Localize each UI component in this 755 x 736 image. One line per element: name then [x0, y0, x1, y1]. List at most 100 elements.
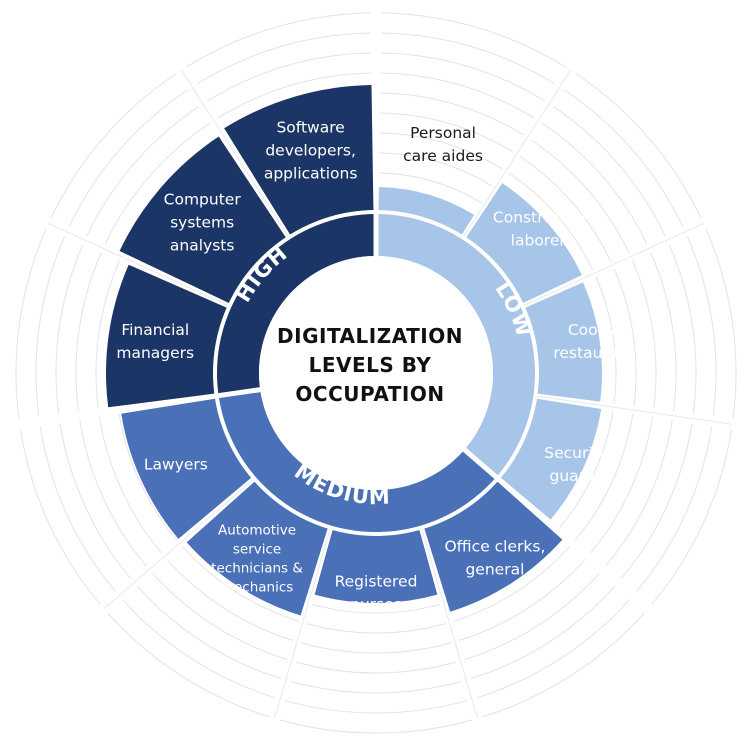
occupation-bar: [224, 85, 374, 238]
grid-arc: [185, 12, 371, 68]
grid-arc: [530, 139, 630, 253]
grid-arc: [632, 260, 657, 409]
center-circle: [259, 256, 493, 490]
grid-arc: [613, 268, 637, 407]
grid-arc: [651, 429, 732, 605]
grid-arc: [122, 599, 276, 699]
grid-arc: [470, 585, 615, 680]
grid-arc: [137, 585, 282, 680]
occupation-bar: [121, 398, 254, 539]
grid-spoke: [420, 526, 478, 719]
grid-arc: [39, 426, 116, 592]
grid-arc: [552, 106, 666, 236]
grid-arc: [508, 172, 594, 271]
grid-arc: [541, 122, 648, 245]
grid-arc: [559, 410, 614, 528]
grid-arc: [181, 545, 299, 622]
level-band-medium: [217, 389, 497, 533]
grid-arc: [519, 156, 612, 262]
grid-arc: [476, 599, 630, 699]
occupation-bar: [106, 264, 230, 408]
grid-arc: [686, 236, 717, 417]
grid-arc: [166, 559, 294, 641]
grid-arc: [95, 260, 120, 409]
grid-arc: [705, 228, 737, 419]
grid-arc: [453, 545, 571, 622]
occupation-bars: [106, 85, 602, 616]
grid-arc: [575, 72, 702, 219]
grid-arc: [381, 12, 567, 68]
grid-arc: [285, 700, 467, 714]
grid-arc: [380, 92, 524, 136]
grid-spoke: [534, 395, 733, 425]
grid-arc: [118, 413, 178, 541]
ring-outer-edge: [213, 210, 539, 536]
grid-arc: [620, 423, 693, 580]
level-band-high: [216, 213, 376, 396]
grid-spoke: [103, 477, 256, 610]
occupation-bar: [119, 136, 288, 305]
occupation-bar: [498, 398, 602, 520]
grid-arc: [107, 612, 270, 718]
grid-arc: [381, 32, 556, 85]
occupation-bar: [464, 183, 582, 305]
grid-arc: [68, 89, 188, 228]
grid-spoke: [462, 69, 572, 239]
level-divider: [461, 446, 650, 611]
level-band-low: [376, 213, 536, 478]
grid-arc: [381, 52, 546, 102]
grid-arc: [290, 680, 462, 694]
grid-arc: [482, 612, 645, 718]
grid-arc: [79, 420, 147, 567]
grid-arc: [279, 719, 473, 734]
occupation-label: Lawyers: [144, 455, 208, 473]
grid-arc: [464, 572, 600, 660]
grid-arc: [379, 132, 503, 170]
grid-arc: [196, 32, 371, 85]
grid-arc: [311, 603, 441, 614]
grid-arc: [15, 228, 47, 419]
occupation-bar: [314, 527, 438, 603]
grid-arc: [59, 423, 132, 580]
grid-arc: [35, 236, 66, 417]
grid-arc: [595, 276, 617, 404]
grid-arc: [379, 172, 482, 204]
grid-arc: [86, 106, 200, 236]
grid-arc: [152, 572, 288, 660]
grid-arc: [668, 244, 697, 414]
level-divider: [19, 386, 263, 427]
grid-arc: [206, 52, 371, 102]
grid-arc: [605, 420, 673, 567]
grid-arc: [379, 152, 493, 187]
grid-spoke: [521, 222, 704, 307]
grid-arc: [217, 72, 372, 119]
grid-arc: [301, 642, 451, 654]
occupation-label: Office clerks,general: [444, 538, 545, 579]
grid-arc: [104, 122, 211, 245]
grid-arc: [75, 252, 102, 412]
grid-spoke: [274, 526, 332, 719]
grid-arc: [380, 112, 514, 153]
grid-arc: [590, 417, 653, 554]
occupation-bar: [186, 479, 329, 616]
grid-arc: [380, 72, 535, 119]
grid-arc: [574, 413, 634, 541]
grid-arc: [295, 661, 457, 674]
grid-arc: [55, 244, 84, 414]
grid-arc: [458, 559, 586, 641]
occupation-bar: [522, 282, 602, 402]
grid-spoke: [180, 69, 290, 239]
grid-spoke: [48, 222, 231, 307]
grid-arc: [50, 72, 177, 219]
